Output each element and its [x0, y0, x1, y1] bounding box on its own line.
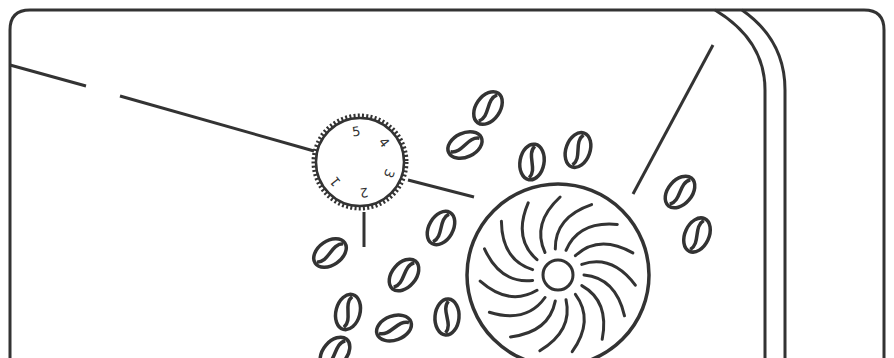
dial-stem: [363, 212, 366, 247]
burr-hub: [543, 260, 573, 290]
housing-outline: [10, 10, 884, 358]
hopper-edge: [715, 10, 765, 358]
dial-knurl: [314, 116, 406, 208]
guide-line: [10, 65, 86, 86]
grind-dial: 12345: [316, 118, 404, 206]
burr-blades: [480, 197, 635, 352]
burr-blade: [555, 205, 591, 250]
burr-blade: [575, 244, 632, 256]
guide-line: [408, 180, 474, 197]
burr-wheel: [467, 184, 649, 358]
burr-blade: [501, 221, 532, 269]
burr-blade: [584, 275, 625, 316]
dial-number: 2: [359, 186, 369, 200]
dial-number: 3: [381, 167, 396, 180]
burr-blade: [522, 203, 537, 260]
burr-blade: [511, 301, 556, 337]
guide-line: [633, 45, 713, 194]
dial-number: 5: [351, 124, 361, 138]
dial-number: 4: [377, 136, 392, 151]
dial-number: 1: [328, 174, 343, 189]
burr-blade: [541, 197, 560, 253]
burr-blade: [572, 294, 584, 351]
burr-blade: [582, 262, 636, 285]
coffee-beans: [308, 86, 715, 358]
guide-line: [120, 96, 314, 151]
burr-blade: [489, 298, 545, 316]
burr-blade: [480, 281, 537, 297]
hopper-edge: [742, 10, 785, 358]
dial: [316, 118, 404, 206]
